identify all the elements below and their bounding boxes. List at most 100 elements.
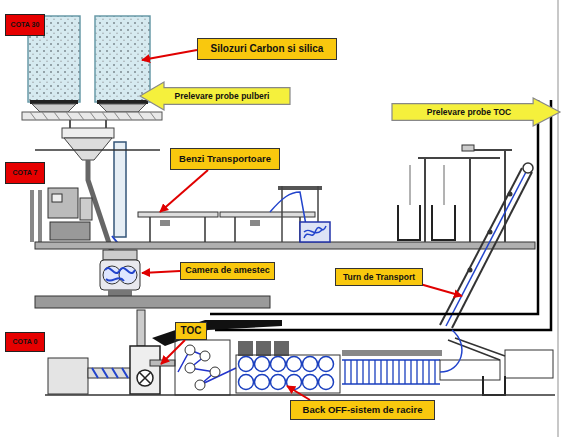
mixer xyxy=(100,260,140,290)
mixer-platform xyxy=(35,296,270,308)
calender-roll xyxy=(185,345,195,355)
machine xyxy=(505,350,553,378)
hopper xyxy=(99,104,146,112)
floor-platform xyxy=(35,242,535,249)
cooling-unit xyxy=(256,341,271,356)
leader-arrow xyxy=(142,50,197,60)
cooling-roller xyxy=(255,375,270,390)
sampling-arrow: Prelevare probe TOC xyxy=(392,98,560,126)
sampling-arrow: Prelevare probe pulberi xyxy=(140,82,290,110)
level-marker: COTA 30 xyxy=(5,14,45,36)
screw-hatch xyxy=(30,112,156,120)
roller xyxy=(488,230,493,235)
cooling-unit xyxy=(274,341,289,356)
bin xyxy=(398,205,455,240)
blue-web xyxy=(440,330,462,372)
hood xyxy=(342,350,442,356)
silo-outlet xyxy=(97,100,148,104)
toc-unit xyxy=(130,346,160,394)
funnel xyxy=(64,138,112,160)
cooling-coil xyxy=(342,360,440,384)
cooling-roller xyxy=(271,375,286,390)
callout-box: Back OFF-sistem de racire xyxy=(290,400,435,420)
cooling-roller xyxy=(255,357,270,372)
vertical-cylinder xyxy=(114,142,126,237)
pillar xyxy=(38,190,42,242)
belt-legs xyxy=(150,217,300,242)
mixer-base xyxy=(108,290,132,296)
cooling-roller xyxy=(319,375,334,390)
belt-motor xyxy=(160,220,170,226)
incline-rollers xyxy=(448,338,505,360)
screw-conveyor xyxy=(22,112,162,120)
mixer-motor xyxy=(103,250,137,260)
cooling-roller xyxy=(239,357,254,372)
conveyor-belt xyxy=(138,212,218,217)
node-label: Turn de Transport xyxy=(343,273,415,282)
incline-conveyor xyxy=(440,168,522,325)
conveyor-belt xyxy=(220,212,315,217)
leader-arrow xyxy=(420,284,462,296)
station-post xyxy=(425,150,505,242)
pillar xyxy=(30,190,34,242)
node-label: COTA 0 xyxy=(13,338,38,345)
calender-roll xyxy=(210,367,220,377)
node-label: Benzi Transportoare xyxy=(179,154,271,164)
callout-box: Turn de Transport xyxy=(335,268,423,286)
upper-floor xyxy=(35,149,160,151)
roller xyxy=(468,268,473,273)
level-marker: COTA 7 xyxy=(5,162,45,184)
hopper xyxy=(32,104,76,112)
cooling-roller xyxy=(303,375,318,390)
cooling-roller xyxy=(287,357,302,372)
belt-motor xyxy=(250,220,260,226)
leader-arrow xyxy=(142,271,180,273)
blue-scribble xyxy=(304,226,326,238)
blue-web xyxy=(270,192,306,225)
leader-arrow xyxy=(287,386,310,400)
blue-web xyxy=(446,170,527,326)
node-label: Camera de amestec xyxy=(185,266,270,275)
callout-box: Camera de amestec xyxy=(180,262,275,280)
transport-chute xyxy=(210,100,538,314)
machine xyxy=(80,198,92,220)
feed-belt xyxy=(88,368,132,378)
machine xyxy=(48,188,78,218)
node-label: Back OFF-sistem de racire xyxy=(303,405,423,415)
arrow-outline xyxy=(392,98,560,126)
cooling-roller xyxy=(319,357,334,372)
drum xyxy=(523,163,533,173)
bin xyxy=(483,376,505,395)
callout-box: Silozuri Carbon si silica xyxy=(197,38,337,60)
chute xyxy=(70,120,106,128)
callout-box: TOC xyxy=(175,322,207,340)
node-label: COTA 7 xyxy=(13,169,38,176)
level-marker: COTA 0 xyxy=(5,332,45,352)
machine-panel xyxy=(52,194,62,202)
blue-web xyxy=(178,350,236,385)
weigh-scale xyxy=(62,128,114,138)
page-border xyxy=(557,0,559,437)
silo xyxy=(95,16,150,102)
roller-box xyxy=(462,145,474,151)
actuator xyxy=(137,310,145,346)
machine-base xyxy=(50,222,90,240)
incline-conveyor xyxy=(452,172,532,328)
toc-roll xyxy=(137,370,153,386)
silo-outlet xyxy=(30,100,78,104)
node-label: TOC xyxy=(181,326,202,337)
node-label: Silozuri Carbon si silica xyxy=(211,44,324,55)
leader-arrow xyxy=(160,170,208,212)
cooling-roller xyxy=(303,357,318,372)
roller xyxy=(508,192,513,197)
rod xyxy=(410,165,444,205)
blue-strips xyxy=(92,368,128,378)
calender-frame xyxy=(175,340,230,395)
toc-cross xyxy=(139,372,151,384)
node-label: Prelevare probe pulberi xyxy=(175,92,270,101)
calender-roll xyxy=(200,351,210,361)
cooling-roller xyxy=(239,375,254,390)
cooling-unit xyxy=(238,341,253,356)
